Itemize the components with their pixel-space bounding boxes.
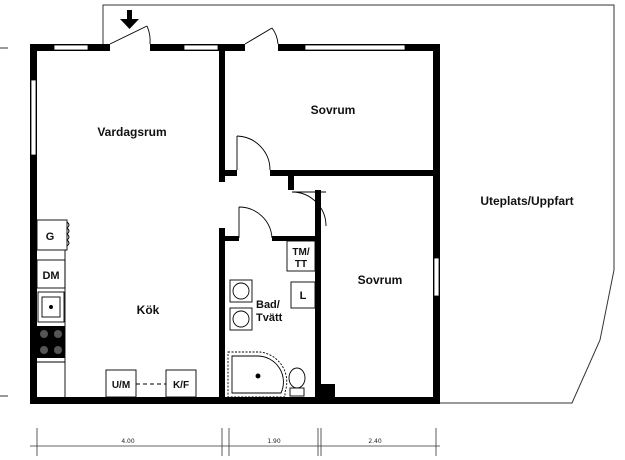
room-label-tvatt: Tvätt [256, 312, 283, 324]
fixture-label-um: U/M [112, 380, 130, 391]
walls [30, 44, 440, 404]
room-label-vardagsrum: Vardagsrum [97, 125, 166, 139]
room-label-sovrum-top: Sovrum [311, 103, 356, 117]
fixture-label-tm: TM/ [292, 247, 309, 258]
kitchen-fixtures [36, 219, 197, 398]
fixture-label-dm: DM [42, 270, 59, 282]
dimension-label-3: 2.40 [368, 438, 382, 445]
fixture-label-tt: TT [295, 259, 307, 270]
room-label-kok: Kök [137, 303, 160, 317]
dimension-label-1: 4.00 [121, 438, 135, 445]
dimension-label-2: 1.90 [267, 438, 281, 445]
fixture-label-kf: K/F [173, 380, 189, 391]
fixture-label-l: L [300, 290, 307, 302]
stove-icon [37, 326, 65, 358]
room-label-bad: Bad/ [256, 299, 280, 311]
entrance-arrow-icon [120, 10, 139, 29]
room-label-sovrum-right: Sovrum [358, 273, 403, 287]
area-label-uteplats: Uteplats/Uppfart [480, 194, 573, 208]
windows [30, 44, 440, 297]
outdoor-area-outline [102, 4, 615, 404]
left-tick-marks [0, 47, 8, 397]
bathroom-fixtures [227, 240, 316, 398]
dimension-line [30, 428, 440, 456]
doors [109, 25, 327, 239]
fixture-label-g: G [46, 231, 55, 243]
